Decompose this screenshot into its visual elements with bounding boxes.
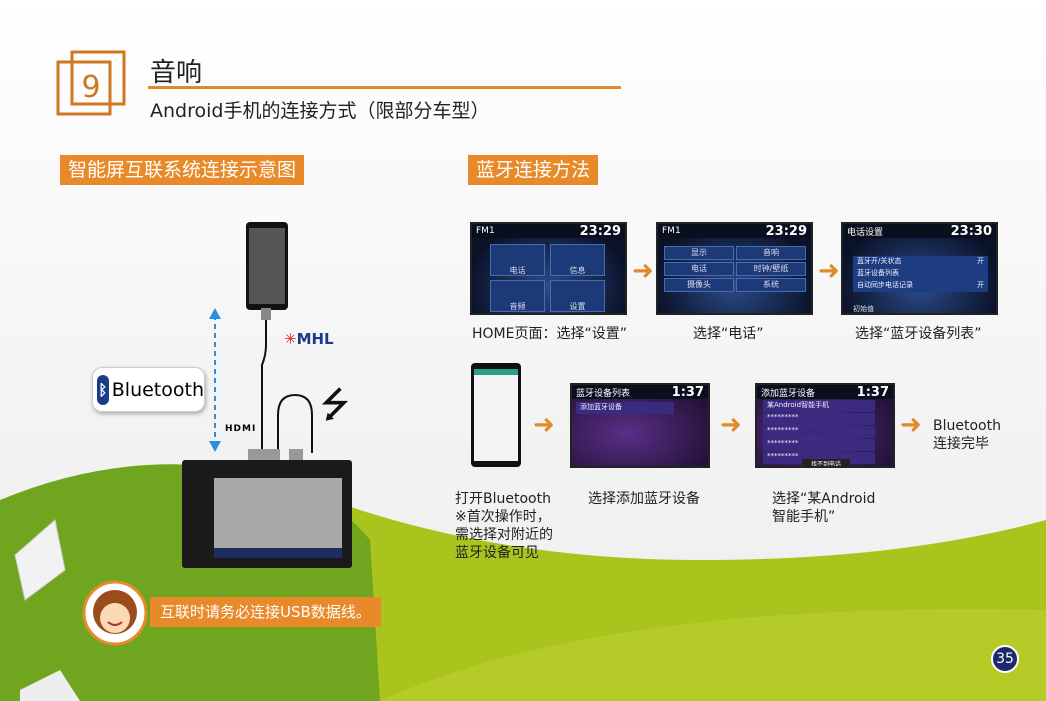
hdmi-label: HDMI [225, 424, 257, 434]
step-5-caption: 选择添加蓝牙设备 [588, 491, 700, 507]
step-2-caption: 选择“电话” [693, 326, 764, 342]
advisor-avatar [82, 580, 148, 646]
section-number-icon: 9 [56, 50, 126, 116]
page-subtitle: Android手机的连接方式（限部分车型） [150, 100, 490, 122]
svg-text:9: 9 [81, 70, 100, 105]
page-title: 音响 [150, 58, 203, 88]
usb-icon: ⭍ [320, 385, 350, 426]
android-phone [471, 363, 521, 467]
bluetooth-heading: 蓝牙连接方法 [468, 155, 599, 185]
usb-tip: 互联时请务必连接USB数据线。 [150, 597, 381, 627]
bluetooth-icon: ᛒ [97, 374, 109, 405]
step-4-caption: 打开Bluetooth ※首次操作时， 需选择对附近的 蓝牙设备可见 [455, 491, 553, 561]
step-3-caption: 选择“蓝牙设备列表” [855, 326, 982, 342]
arrow-icon: ➜ [818, 256, 840, 286]
smartphone [246, 222, 288, 310]
step-6-caption: 选择“某Android 智能手机” [772, 491, 876, 525]
arrow-icon: ➜ [900, 410, 922, 440]
usb-port [289, 449, 303, 461]
arrow-icon: ➜ [533, 410, 555, 440]
step-1-caption: HOME页面：选择“设置” [472, 326, 627, 342]
mhl-logo: ✳MHL [284, 330, 334, 348]
arrow-icon: ➜ [720, 410, 742, 440]
hdmi-port [248, 449, 280, 461]
step-7-caption: Bluetooth 连接完毕 [933, 418, 1001, 452]
arrow-icon: ➜ [632, 256, 654, 286]
head-unit [182, 460, 352, 568]
title-rule [148, 86, 621, 89]
cable-diagram [209, 308, 313, 453]
diagram-heading: 智能屏互联系统连接示意图 [60, 155, 305, 185]
bluetooth-badge: ᛒ Bluetooth [92, 367, 205, 412]
page-number: 35 [991, 645, 1019, 673]
